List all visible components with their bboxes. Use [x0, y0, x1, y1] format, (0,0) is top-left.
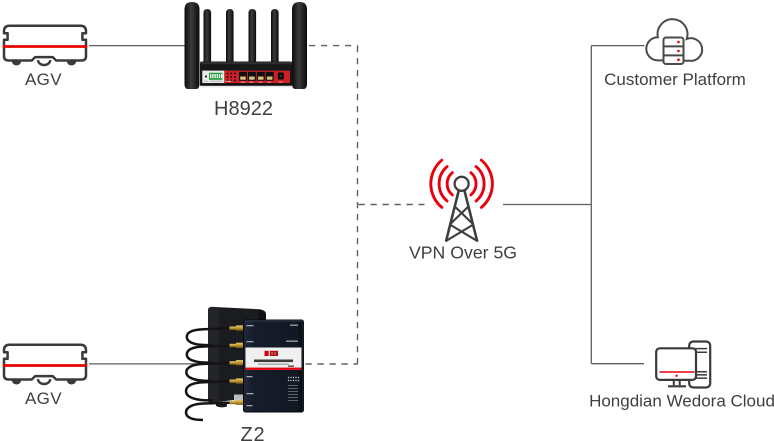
svg-text:Customer Platform: Customer Platform [604, 70, 746, 89]
svg-text:Hongdian Wedora Cloud: Hongdian Wedora Cloud [589, 392, 774, 411]
svg-text:H8922: H8922 [214, 98, 273, 120]
svg-text:AGV: AGV [25, 389, 62, 408]
svg-text:Z2: Z2 [241, 424, 266, 441]
svg-text:VPN Over 5G: VPN Over 5G [409, 243, 517, 263]
svg-text:AGV: AGV [25, 70, 62, 89]
